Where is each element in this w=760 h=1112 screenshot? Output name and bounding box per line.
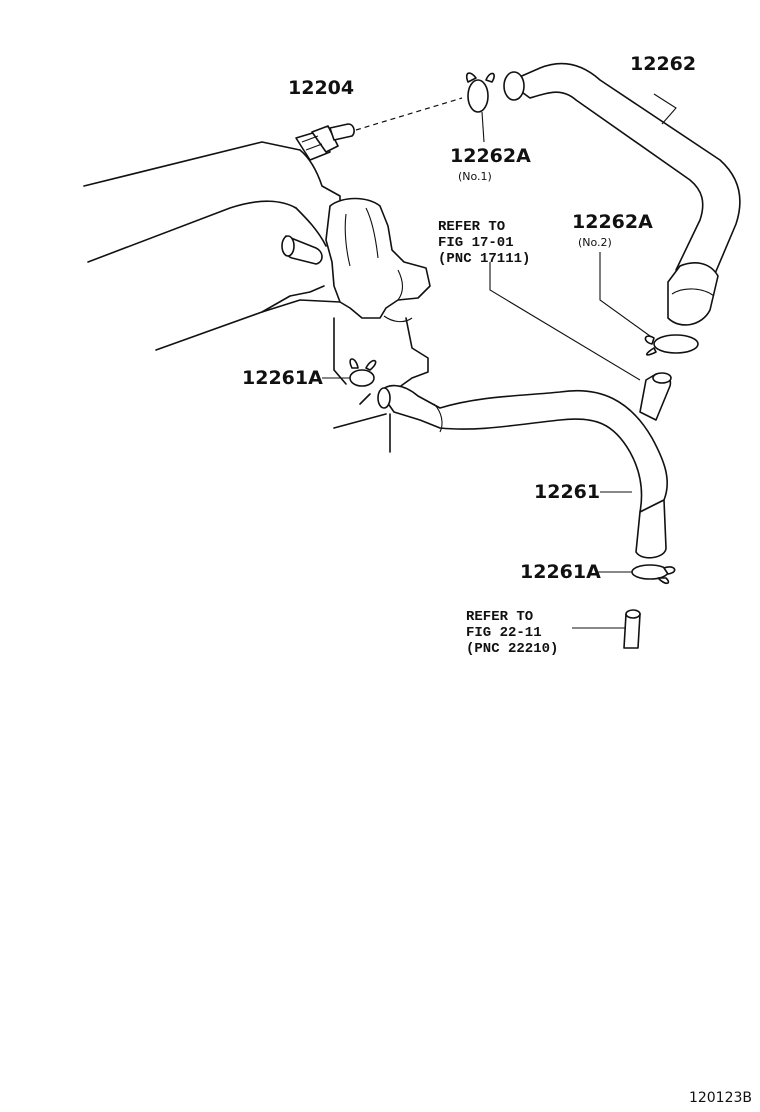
hose-12262 (503, 62, 741, 326)
ref1-line2: FIG 17-01 (438, 235, 514, 251)
clip-12262a-no2-icon (644, 334, 699, 356)
label-12261: 12261 (534, 481, 600, 503)
ref2-line1: REFER TO (466, 609, 533, 625)
label-12261a-bottom: 12261A (520, 561, 601, 583)
hose-12261 (377, 384, 668, 559)
label-no1: (No.1) (458, 170, 492, 183)
leader-12262a-no2 (599, 252, 651, 337)
label-no2: (No.2) (578, 236, 612, 249)
clip-12261a-bottom-icon (631, 564, 676, 585)
label-12262a-no1: 12262A (450, 145, 531, 167)
sensor-dashed-leader (355, 97, 463, 131)
pipe-stub-lower (623, 609, 641, 649)
sensor-12204 (295, 123, 355, 161)
label-12262a-no2: 12262A (572, 211, 653, 233)
label-12261a-top: 12261A (242, 367, 323, 389)
ref2-line3: (PNC 22210) (466, 641, 558, 657)
ref1-line1: REFER TO (438, 219, 505, 235)
label-12204: 12204 (288, 77, 354, 99)
ref1-line3: (PNC 17111) (438, 251, 530, 267)
leader-12262a-no1 (481, 111, 485, 143)
stud (281, 235, 323, 265)
leader-12262 (653, 93, 677, 125)
label-12262: 12262 (630, 53, 696, 75)
leader-ref-17-01 (489, 262, 641, 381)
clip-12261a-top-icon (349, 358, 377, 387)
ref2-line2: FIG 22-11 (466, 625, 542, 641)
clip-12262a-no1-icon (465, 72, 495, 113)
engine-block-outline (83, 141, 431, 453)
pipe-stub-upper (639, 372, 672, 421)
figure-id: 120123B (689, 1090, 752, 1106)
